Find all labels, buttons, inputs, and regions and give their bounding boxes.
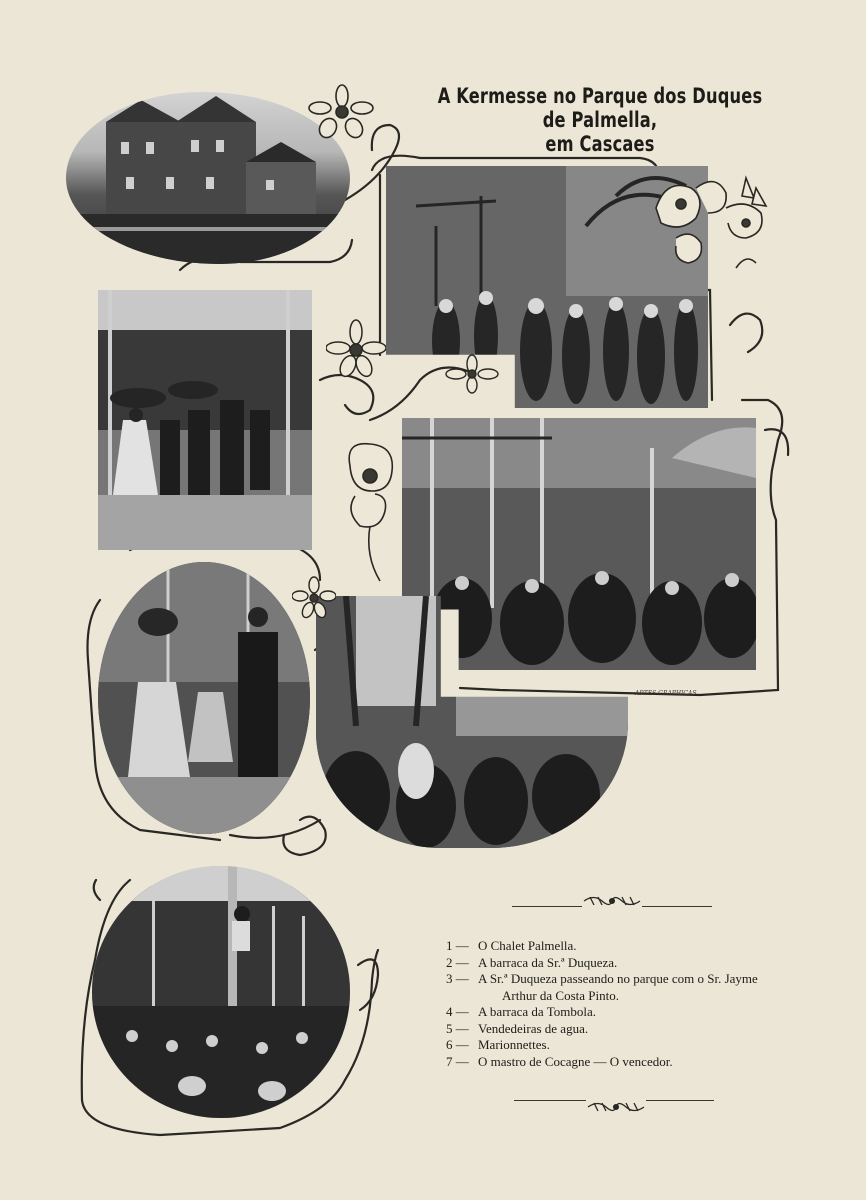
photo-vendedeiras-agua xyxy=(98,562,310,834)
caption-number: 2 — xyxy=(446,954,469,970)
flower-ornament-icon xyxy=(308,84,374,139)
flower-ornament-icon xyxy=(445,354,499,394)
caption-text: Marionnettes. xyxy=(478,1037,550,1052)
photo-barraca-tombola xyxy=(402,418,756,670)
caption-number: 3 — xyxy=(446,971,469,986)
caption-text: O mastro de Cocagne — O vencedor. xyxy=(478,1053,673,1069)
flower-ornament-icon xyxy=(348,442,394,582)
list-item: 5 — Vendedeiras de agua. xyxy=(444,1021,824,1038)
caption-number: 7 — xyxy=(446,1053,469,1069)
caption-text: Vendedeiras de agua. xyxy=(478,1020,589,1036)
caption-number: 4 — xyxy=(446,1004,469,1019)
list-item: 2 — A barraca da Sr.ª Duqueza. xyxy=(444,955,824,972)
caption-number: 1 — xyxy=(446,938,469,953)
list-item: 4 — A barraca da Tombola. xyxy=(444,1004,824,1021)
page-title: A Kermesse no Parque dos Duques de Palme… xyxy=(428,84,772,156)
title-line-2: em Cascaes xyxy=(545,132,655,156)
caption-text: O Chalet Palmella. xyxy=(478,938,577,953)
list-item: 7 — O mastro de Cocagne — O vencedor. xyxy=(444,1054,824,1071)
fleuron-icon xyxy=(586,1100,646,1114)
caption-list: 1 — O Chalet Palmella. 2 — A barraca da Sr… xyxy=(444,938,824,1070)
photo-duqueza-passeando xyxy=(98,290,312,550)
flower-ornament-icon xyxy=(292,576,336,619)
caption-text: A barraca da Tombola. xyxy=(478,1004,596,1019)
engraver-mark: ARTES GRAPHICAS xyxy=(635,690,697,697)
list-item: 6 — Marionnettes. xyxy=(444,1037,824,1054)
title-line-1: A Kermesse no Parque dos Duques de Palme… xyxy=(437,84,763,132)
photo-mastro-cocagne xyxy=(92,866,350,1118)
flower-ornament-icon xyxy=(326,319,386,378)
caption-text: A Sr.ª Duqueza passeando no parque com o… xyxy=(478,971,758,986)
caption-number: 5 — xyxy=(446,1020,469,1036)
caption-number: 6 — xyxy=(446,1037,469,1052)
caption-text: A barraca da Sr.ª Duqueza. xyxy=(478,954,618,970)
list-item: 3 — A Sr.ª Duqueza passeando no parque co… xyxy=(444,971,824,1004)
list-item: 1 — O Chalet Palmella. xyxy=(444,938,824,955)
flower-ornament-icon xyxy=(655,175,768,269)
caption-continuation: Arthur da Costa Pinto. xyxy=(502,987,619,1003)
fleuron-icon xyxy=(582,894,642,908)
